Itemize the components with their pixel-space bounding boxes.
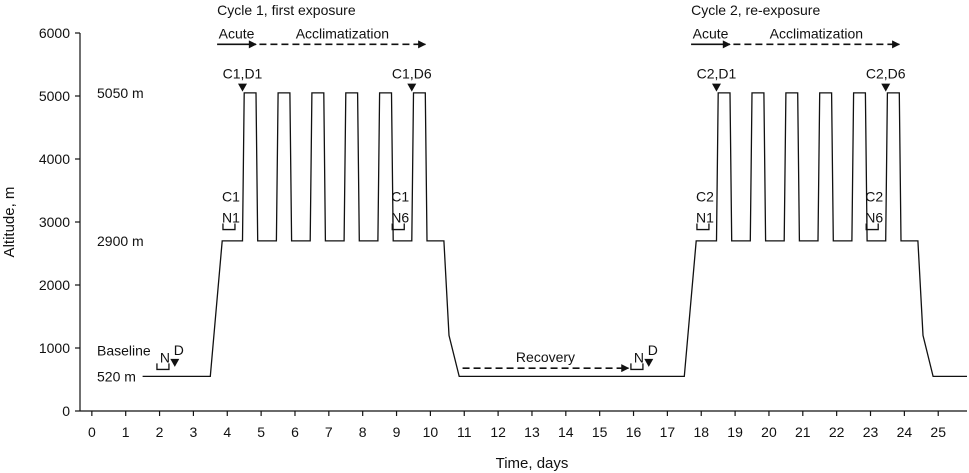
x-tick-label: 16: [626, 424, 642, 440]
night-bracket: [156, 363, 170, 371]
y-tick-label: 3000: [39, 214, 70, 230]
night-marker-label: C2: [865, 189, 883, 205]
x-tick-label: 3: [190, 424, 198, 440]
x-tick-label: 0: [88, 424, 96, 440]
x-tick-label: 17: [660, 424, 676, 440]
x-tick-label: 15: [592, 424, 608, 440]
night-bracket: [222, 223, 236, 231]
night-marker-label: C2: [696, 189, 714, 205]
x-tick-label: 13: [524, 424, 540, 440]
baseline-label: Baseline: [97, 343, 151, 359]
day-marker-label: C2,D1: [697, 66, 737, 82]
x-tick-label: 11: [457, 424, 472, 440]
phase-arrow-label: Recovery: [516, 349, 575, 365]
altitude-line: [142, 92, 967, 378]
x-tick-label: 7: [325, 424, 333, 440]
x-tick-label: 20: [761, 424, 777, 440]
x-tick-label: 9: [393, 424, 401, 440]
x-tick-label: 2: [156, 424, 164, 440]
day-marker-icon: [170, 358, 180, 367]
day-marker-icon: [644, 358, 654, 367]
altitude-level-label: 2900 m: [97, 233, 144, 249]
day-marker-label: C1,D6: [392, 66, 432, 82]
y-axis-title: Altitude, m: [1, 187, 18, 258]
night-bracket: [391, 223, 405, 231]
x-axis-title: Time, days: [496, 455, 569, 472]
x-tick-label: 5: [257, 424, 265, 440]
day-marker-label: C2,D6: [866, 66, 906, 82]
y-tick-label: 5000: [39, 88, 70, 104]
x-tick-label: 10: [423, 424, 439, 440]
series: [142, 92, 967, 378]
phase-arrow-label: Acclimatization: [296, 25, 389, 41]
annotations: 5050 m 2900 m 520 m Cycle 1, first exposure…: [97, 2, 906, 384]
night-marker-label: N6: [865, 210, 883, 226]
x-tick-label: 12: [490, 424, 506, 440]
y-tick-label: 0: [62, 403, 70, 419]
x-tick-label: 23: [863, 424, 879, 440]
day-marker-icon: [238, 83, 248, 92]
altitude-level-label: 5050 m: [97, 85, 144, 101]
phase-arrow-label: Acute: [693, 25, 729, 41]
day-marker-label: D: [174, 342, 184, 358]
x-tick-label: 25: [930, 424, 946, 440]
night-marker-label: C1: [391, 189, 409, 205]
x-tick-label: 22: [829, 424, 845, 440]
day-marker-icon: [711, 83, 721, 92]
x-tick-label: 14: [558, 424, 574, 440]
phase-arrow-label: Acute: [219, 25, 255, 41]
phase-arrow-label: Acclimatization: [770, 25, 863, 41]
x-tick-label: 18: [693, 424, 709, 440]
x-tick-label: 8: [359, 424, 367, 440]
y-tick-label: 6000: [39, 25, 70, 41]
x-tick-label: 4: [223, 424, 231, 440]
y-tick-label: 2000: [39, 277, 70, 293]
night-marker-label: N6: [391, 210, 409, 226]
day-marker-label: C1,D1: [223, 66, 263, 82]
day-marker-icon: [407, 83, 417, 92]
x-tick-label: 19: [727, 424, 743, 440]
night-marker-label: N: [160, 349, 170, 365]
y-tick-label: 4000: [39, 151, 70, 167]
day-marker-icon: [881, 83, 891, 92]
night-marker-label: N1: [222, 210, 240, 226]
x-tick-label: 1: [122, 424, 130, 440]
night-bracket: [865, 223, 879, 231]
night-bracket: [696, 223, 710, 231]
x-tick-label: 24: [897, 424, 913, 440]
night-marker-label: N1: [696, 210, 714, 226]
night-marker-label: N: [634, 349, 644, 365]
night-bracket: [630, 363, 644, 371]
day-marker-label: D: [648, 342, 658, 358]
altitude-level-label: 520 m: [97, 368, 136, 384]
night-marker-label: C1: [222, 189, 240, 205]
cycle-title: Cycle 2, re-exposure: [691, 2, 820, 18]
x-tick-label: 21: [795, 424, 811, 440]
y-tick-label: 1000: [39, 340, 70, 356]
x-tick-label: 6: [291, 424, 299, 440]
cycle-title: Cycle 1, first exposure: [217, 2, 356, 18]
